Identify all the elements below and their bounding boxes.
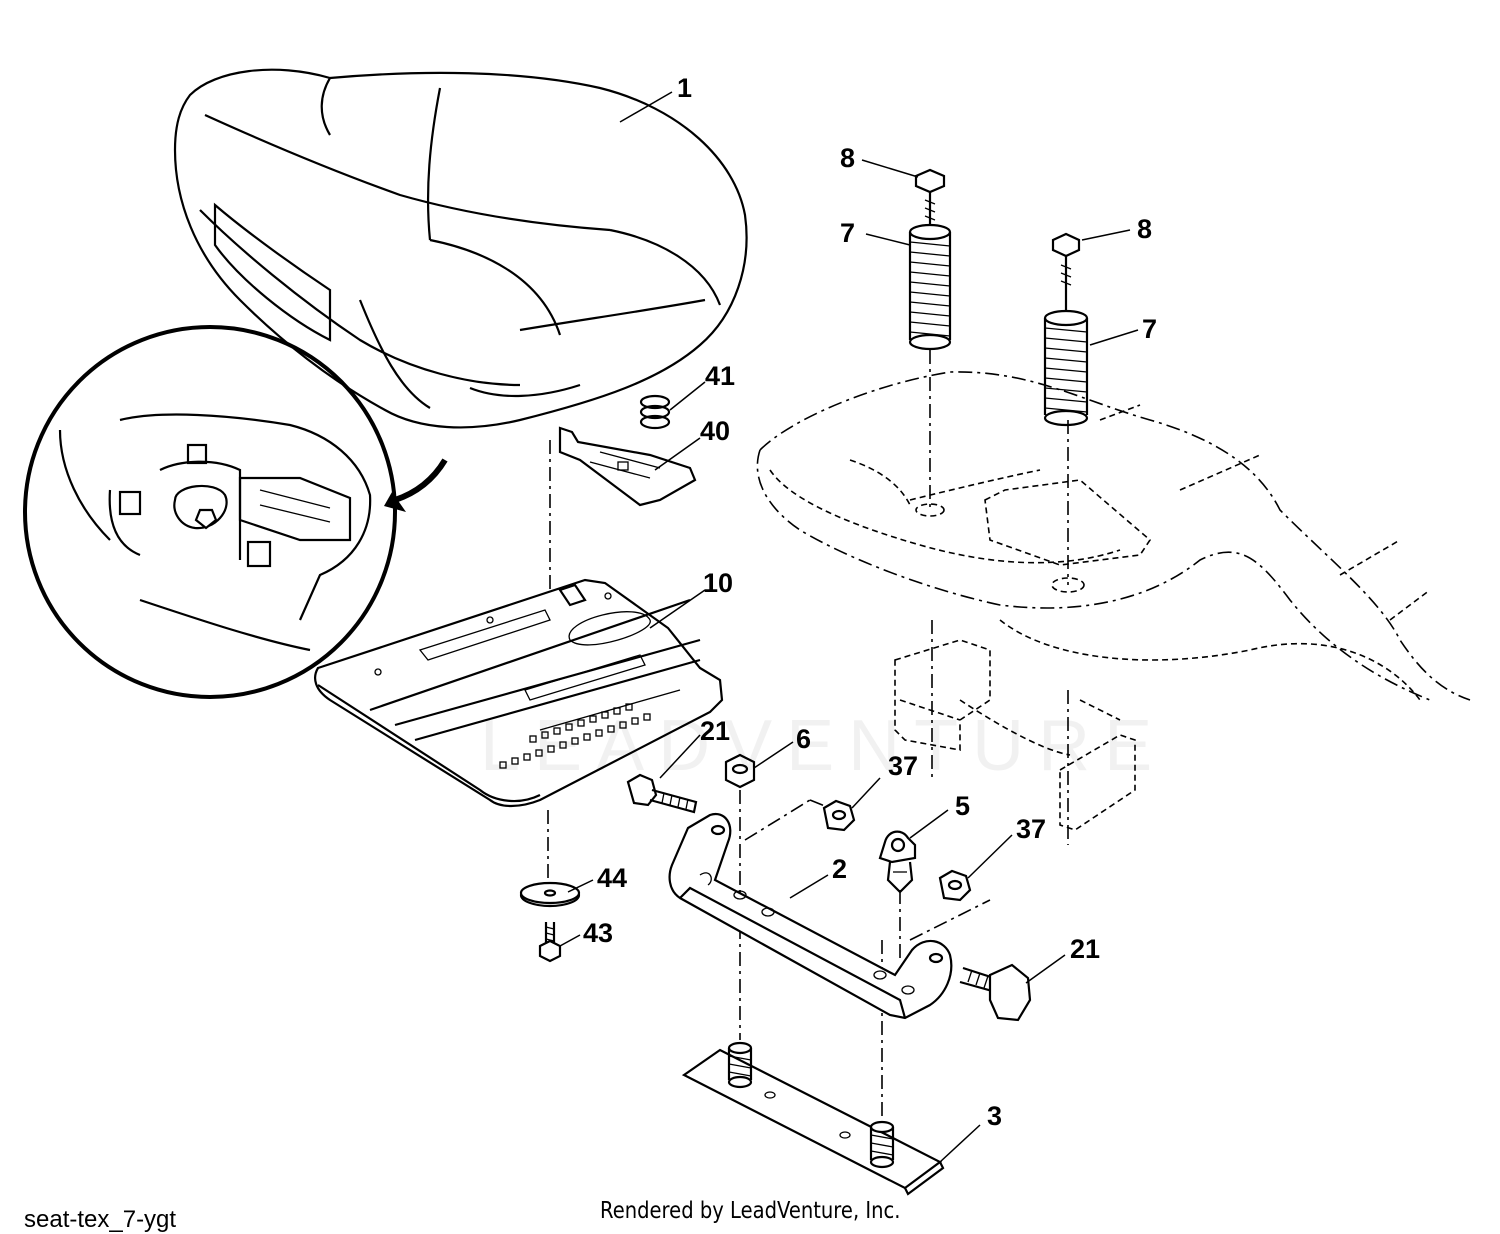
callout-21a: 21 — [700, 716, 730, 746]
seat-pan-10 — [314, 578, 724, 808]
watermark: LEADVENTURE — [480, 706, 1167, 786]
stud-right — [869, 1120, 895, 1169]
leader-lines — [559, 91, 1139, 1163]
spring-41 — [639, 394, 671, 430]
callout-40: 40 — [700, 416, 730, 446]
stud-left — [727, 1041, 753, 1089]
bolt-21-right — [959, 963, 1032, 1022]
seat-cushion — [173, 68, 748, 429]
callout-8b: 8 — [1137, 214, 1152, 244]
callout-5: 5 — [955, 791, 970, 821]
clip-5 — [878, 830, 917, 894]
callout-44: 44 — [597, 863, 627, 893]
callout-2: 2 — [832, 854, 847, 884]
bolt-43 — [538, 922, 562, 963]
mounting-plate-3 — [681, 1041, 945, 1196]
nut-37-upper — [822, 799, 856, 832]
callout-7b: 7 — [1142, 314, 1157, 344]
spring-7-left — [908, 223, 952, 351]
callout-1: 1 — [677, 73, 692, 103]
callout-21b: 21 — [1070, 934, 1100, 964]
callout-labels: 1 8 8 7 7 41 40 10 21 6 37 5 37 2 44 43 … — [583, 73, 1157, 1131]
bolt-8-left — [914, 168, 946, 225]
callout-3: 3 — [987, 1101, 1002, 1131]
callout-37a: 37 — [888, 751, 918, 781]
callout-43: 43 — [583, 918, 613, 948]
bolt-21-left — [626, 773, 698, 814]
spring-7-right — [1043, 309, 1089, 427]
nut-37-lower — [938, 869, 972, 902]
fender-phantom — [756, 371, 1471, 831]
render-credit: Rendered by LeadVenture, Inc. — [600, 1198, 901, 1224]
callout-7a: 7 — [840, 218, 855, 248]
latch-bracket-40 — [558, 426, 697, 507]
seat-bracket-2 — [668, 812, 953, 1020]
callout-10: 10 — [703, 568, 733, 598]
seat-pan-slots — [499, 703, 651, 769]
nut-6 — [724, 753, 756, 789]
callout-8a: 8 — [840, 143, 855, 173]
washer-44 — [519, 881, 581, 908]
latch-detail-circle — [23, 325, 448, 699]
diagram-code: seat-tex_7-ygt — [24, 1206, 177, 1233]
callout-6: 6 — [796, 724, 811, 754]
callout-41: 41 — [705, 361, 735, 391]
callout-37b: 37 — [1016, 814, 1046, 844]
bolt-8-right — [1051, 232, 1081, 310]
